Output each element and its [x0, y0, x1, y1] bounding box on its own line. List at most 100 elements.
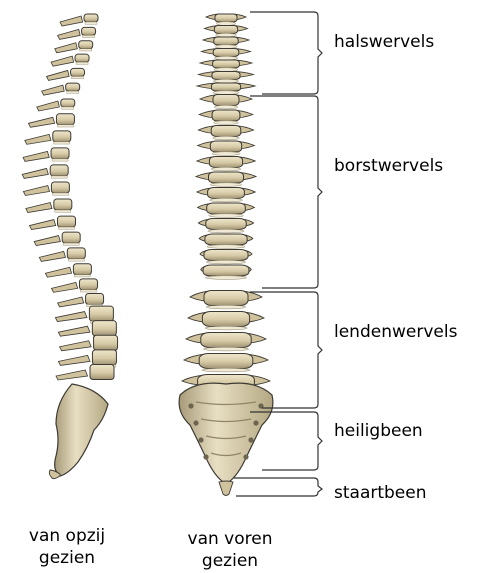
front-vertebral-body: [213, 60, 240, 68]
side-vertebral-body: [73, 264, 91, 275]
front-disc: [213, 91, 239, 95]
front-disc: [206, 260, 246, 264]
front-vertebra-thoracic: [198, 219, 253, 233]
side-disc: [83, 35, 95, 37]
side-vertebra-thoracic: [25, 131, 71, 145]
front-vertebra-thoracic: [197, 188, 255, 202]
front-vertebra-thoracic: [198, 203, 255, 217]
front-disc: [203, 347, 248, 351]
caption-side-line1: van opzij: [8, 525, 126, 547]
side-vertebral-body: [89, 306, 113, 321]
caption-front-line2: gezien: [170, 550, 290, 572]
front-disc: [205, 276, 246, 280]
front-disc: [210, 183, 242, 187]
label-borstwervels: borstwervels: [334, 156, 443, 176]
side-vertebral-body: [92, 321, 116, 336]
front-vertebra-thoracic: [201, 265, 251, 279]
front-disc: [214, 56, 237, 60]
front-disc: [209, 214, 244, 218]
side-vertebral-body: [56, 114, 74, 125]
side-vertebral-body: [57, 216, 75, 227]
front-vertebral-body: [215, 14, 237, 22]
side-disc: [54, 142, 70, 144]
side-vertebral-body: [79, 41, 93, 49]
front-vertebral-body: [205, 234, 247, 245]
side-vertebral-body: [86, 293, 104, 304]
side-vertebral-body: [82, 27, 96, 35]
front-vertebral-body: [203, 265, 249, 276]
front-vertebral-body: [209, 172, 244, 183]
front-vertebral-body: [214, 37, 238, 45]
side-vertebra-thoracic: [26, 199, 72, 213]
side-vertebra-thoracic: [29, 216, 75, 230]
front-vertebral-body: [206, 219, 246, 230]
front-vertebra-cervical: [206, 14, 246, 25]
front-vertebra-lumbar: [188, 312, 264, 330]
side-vertebral-body: [67, 248, 85, 259]
side-vertebra-cervical: [60, 14, 98, 26]
side-spinous-process: [29, 220, 55, 230]
side-spinous-process: [47, 70, 70, 80]
side-vertebral-body: [79, 279, 97, 290]
front-disc: [213, 79, 238, 83]
front-vertebra-thoracic: [200, 95, 252, 109]
side-spinous-process: [34, 236, 60, 246]
side-vertebra-thoracic: [28, 114, 74, 128]
side-sacrum: [55, 384, 108, 476]
side-vertebral-body: [84, 14, 98, 22]
side-spinous-process: [55, 312, 87, 322]
front-sacral-foramen: [193, 420, 198, 425]
side-disc: [57, 125, 73, 127]
front-vertebra-cervical: [202, 49, 251, 60]
front-disc: [213, 136, 240, 140]
front-disc: [216, 33, 237, 37]
side-vertebra-cervical: [42, 83, 80, 95]
side-vertebral-body: [94, 335, 118, 350]
front-vertebral-body: [201, 333, 251, 348]
front-disc: [213, 121, 238, 125]
side-disc: [85, 22, 97, 24]
side-vertebra-cervical: [55, 41, 93, 53]
side-vertebra-thoracic: [22, 165, 68, 179]
side-disc: [68, 259, 84, 261]
side-vertebral-body: [90, 365, 114, 380]
front-vertebra-lumbar: [186, 333, 266, 351]
side-vertebra-thoracic: [23, 182, 69, 196]
front-vertebral-body: [211, 126, 241, 137]
caption-side-line2: gezien: [8, 547, 126, 569]
label-heiligbeen: heiligbeen: [334, 421, 423, 441]
side-vertebral-body: [62, 232, 80, 243]
side-disc: [62, 107, 74, 109]
front-vertebra-thoracic: [198, 141, 255, 155]
side-vertebra-cervical: [37, 99, 75, 111]
side-disc: [52, 193, 68, 195]
front-vertebra-lumbar: [184, 354, 268, 372]
side-disc: [58, 227, 74, 229]
side-disc: [74, 275, 90, 277]
side-spinous-process: [55, 43, 78, 53]
front-vertebra-thoracic: [196, 172, 256, 186]
side-vertebral-body: [51, 148, 69, 159]
front-vertebra-thoracic: [197, 157, 255, 171]
side-spinous-process: [58, 326, 90, 336]
side-vertebral-body: [50, 165, 68, 176]
front-vertebral-body: [213, 95, 239, 106]
front-disc: [202, 368, 250, 372]
side-disc: [72, 76, 84, 78]
side-spinous-process: [58, 29, 81, 39]
front-disc: [211, 167, 241, 171]
side-vertebral-body: [61, 99, 75, 107]
front-disc: [214, 68, 238, 72]
front-vertebra-cervical: [199, 72, 254, 83]
side-disc: [52, 159, 68, 161]
side-spinous-process: [23, 151, 49, 161]
side-spinous-process: [51, 56, 74, 66]
front-vertebral-body: [204, 291, 248, 306]
front-sacral-foramen: [243, 454, 248, 459]
bracket-coccyx: [234, 478, 322, 496]
bracket-cervical: [250, 12, 322, 94]
side-disc: [51, 176, 67, 178]
front-sacral-foramen: [248, 437, 253, 442]
side-vertebra-cervical: [47, 68, 85, 80]
side-vertebra-thoracic: [34, 232, 80, 246]
